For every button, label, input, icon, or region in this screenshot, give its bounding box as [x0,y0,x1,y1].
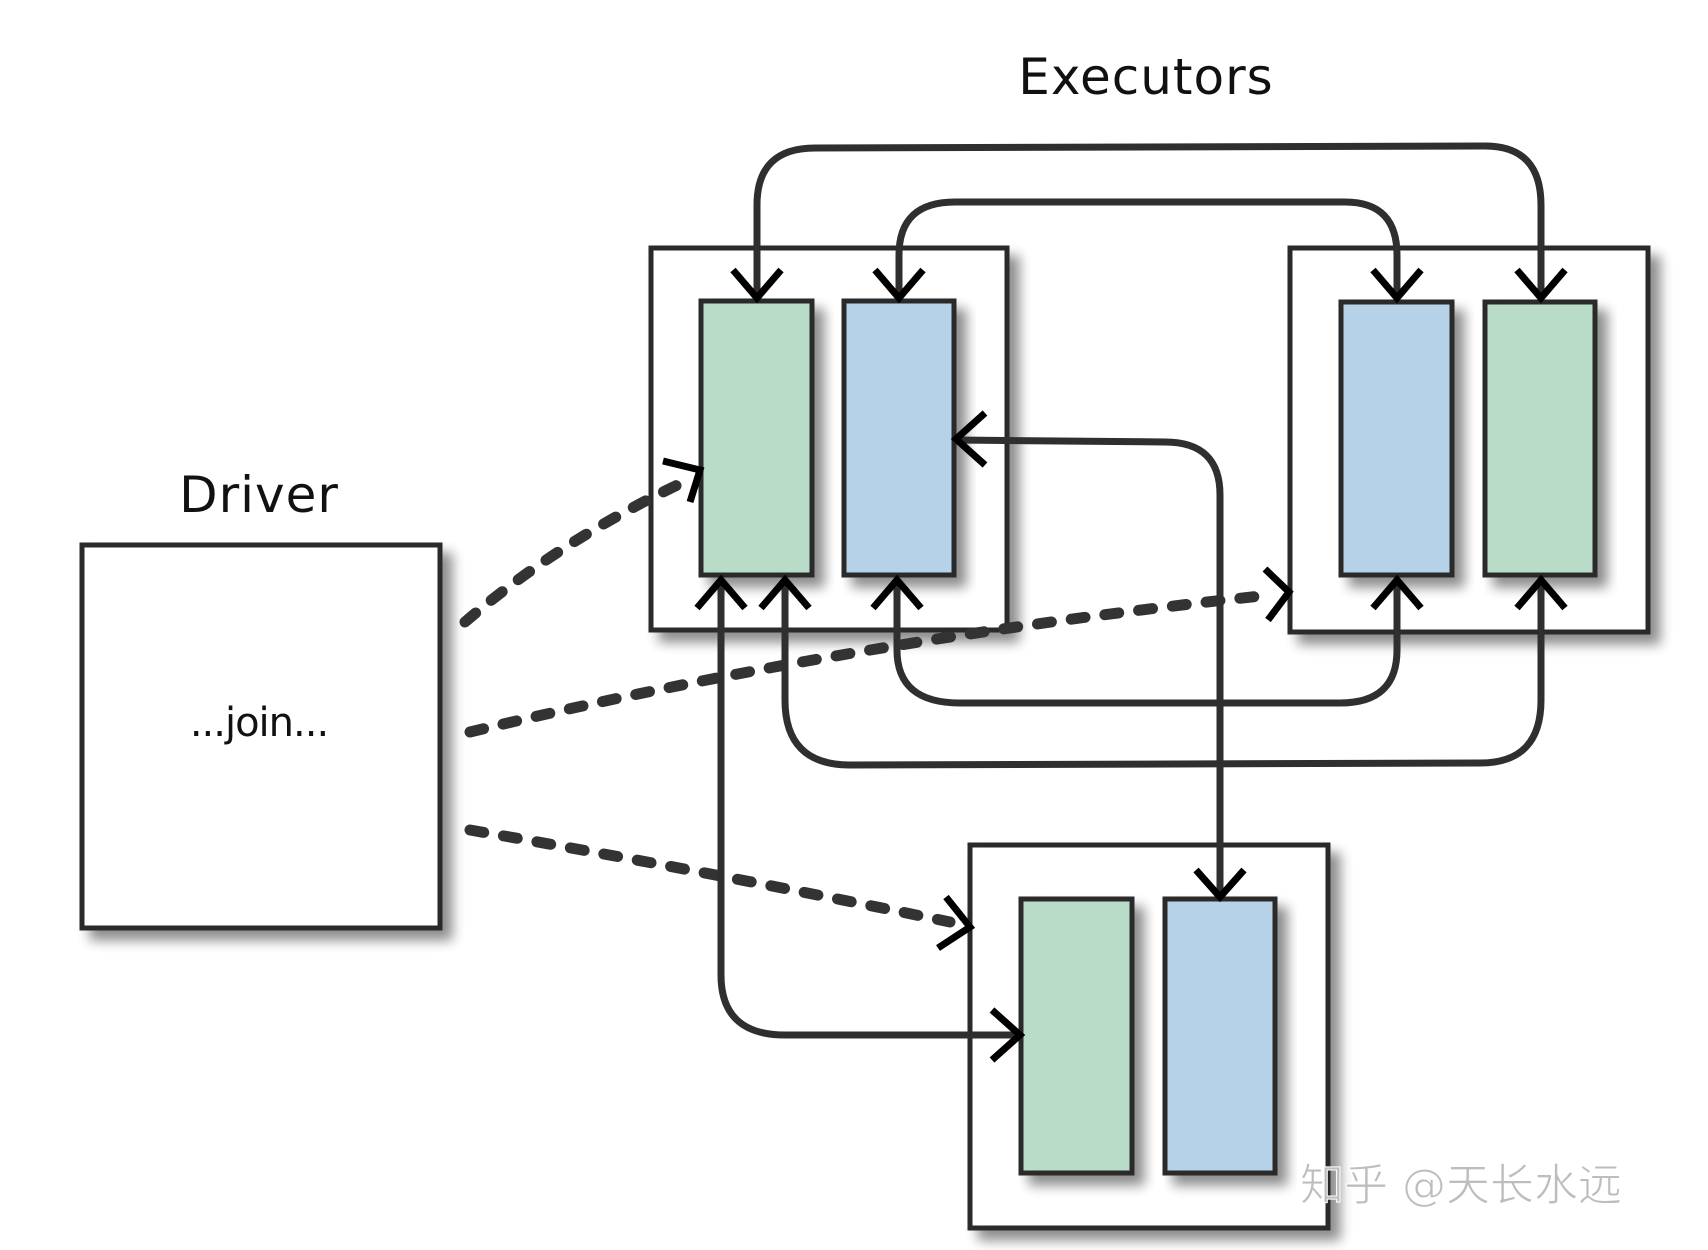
watermark: 知乎 @天长水远 [1300,1160,1622,1211]
driver-rect [79,542,443,931]
arrowhead-down-exec1-blue [872,267,926,304]
arrowhead-up-exec1-green-a [694,574,748,611]
arrowhead-right-exec3-green [989,1007,1026,1063]
executor-1-partition-green [698,298,815,578]
arrowhead-up-exec2-blue [1370,574,1424,611]
executors-title: Executors [1018,48,1273,106]
driver-box: ...join... [79,542,443,931]
arrowhead-down-exec1-green [730,267,784,304]
arrowhead-left-exec1-blue [950,410,988,468]
shuffle-line-blue-top [895,198,1401,302]
driver-content: ...join... [190,700,328,746]
executor-3-partition-green [1018,896,1135,1176]
shuffle-line-blue-exec3 [952,436,1224,901]
executor-1-partition-blue [841,298,957,578]
executor-2 [1287,245,1651,635]
dotted-line-driver-executor-2 [464,589,1276,738]
shuffle-line-blue-bottom [893,576,1401,707]
dotted-line-driver-executor-3 [464,824,956,928]
shuffle-line-green-exec3 [717,576,1022,1039]
arrowhead-up-exec1-green-b [758,574,812,611]
arrowhead-down-exec2-blue [1370,267,1424,304]
executor-3 [967,842,1331,1231]
dotted-line-driver-executor-1 [459,474,694,628]
arrowhead-up-exec1-blue [870,574,924,611]
shuffle-line-green-bottom [781,576,1545,769]
shuffle-line-green-top [753,142,1545,302]
executor-2-partition-blue [1338,299,1455,578]
executor-2-partition-green [1482,299,1598,578]
arrowhead-up-exec2-green [1514,574,1568,611]
arrowhead-driver-executor-1 [662,457,705,504]
executor-3-partition-blue [1162,896,1278,1176]
arrowhead-driver-executor-2 [1262,566,1294,623]
driver-title: Driver [179,466,339,524]
arrowhead-down-exec3-blue [1193,867,1247,903]
arrowhead-down-exec2-green [1514,267,1568,304]
arrowhead-driver-executor-3 [936,894,976,951]
